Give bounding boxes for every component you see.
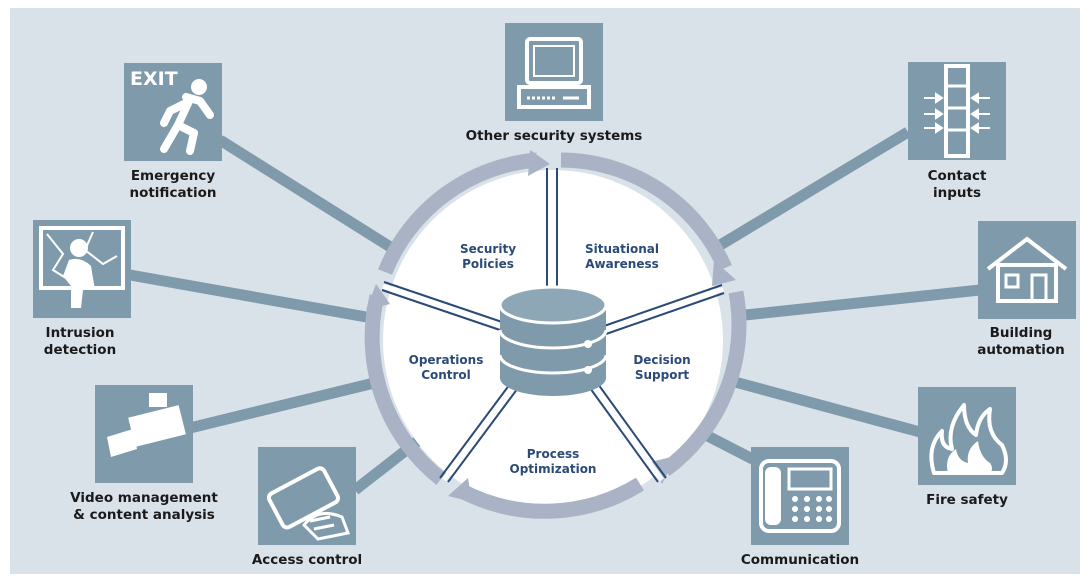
segment-situational-awareness: Situational Awareness	[572, 242, 672, 272]
label-intrusion-detection: Intrusion detection	[20, 325, 140, 359]
label-building-automation: Building automation	[966, 325, 1076, 359]
ring-arc-3	[456, 477, 644, 519]
connector-building	[735, 284, 981, 322]
ring-arrow-5	[528, 150, 550, 176]
segment-line: Operations	[408, 353, 484, 367]
exit-sign-text: EXIT	[130, 68, 178, 90]
ring-arrow-4	[366, 284, 390, 310]
segment-process-optimization: Process Optimization	[500, 447, 606, 477]
connector-intrusion	[129, 269, 373, 324]
label-video-management: Video management & content analysis	[56, 490, 232, 524]
security-camera-icon	[95, 385, 193, 483]
segment-line: Optimization	[509, 462, 597, 476]
contact-inputs-icon	[908, 62, 1006, 160]
segment-line: Support	[634, 368, 690, 382]
ring-arrow-2	[650, 456, 676, 484]
label-line: Contact	[927, 168, 987, 184]
access-card-icon	[258, 447, 356, 545]
segment-line: Control	[421, 368, 471, 382]
ring-arrow-1	[712, 260, 736, 286]
connector-contact	[709, 127, 911, 255]
label-contact-inputs: Contact inputs	[900, 168, 1014, 202]
connector-fire	[733, 376, 922, 438]
segment-operations-control: Operations Control	[398, 353, 494, 383]
exit-running-man-icon: EXIT	[124, 63, 222, 161]
segment-decision-support: Decision Support	[622, 353, 702, 383]
segment-line: Security	[459, 242, 517, 256]
label-access-control: Access control	[251, 552, 363, 568]
segment-line: Awareness	[585, 257, 659, 271]
label-line: inputs	[932, 185, 981, 201]
label-line: Intrusion	[45, 325, 115, 341]
segment-line: Situational	[585, 242, 659, 256]
intruder-window-icon	[33, 220, 131, 318]
label-fire-safety: Fire safety	[926, 492, 1008, 508]
fire-icon	[918, 387, 1016, 485]
ring-arc-2	[660, 290, 747, 477]
label-line: Video management	[70, 490, 218, 506]
label-line: detection	[43, 342, 117, 358]
connector-emergency	[217, 135, 395, 253]
label-line: notification	[129, 185, 217, 201]
ring-arc-1	[560, 152, 732, 272]
label-line: automation	[977, 342, 1065, 358]
segment-security-policies: Security Policies	[446, 242, 530, 272]
label-communication: Communication	[740, 552, 860, 568]
label-line: Emergency	[130, 168, 216, 184]
ring-arc-4	[364, 294, 446, 485]
label-line: & content analysis	[73, 507, 215, 523]
computer-icon	[505, 23, 603, 121]
telephone-icon	[751, 447, 849, 545]
label-line: Building	[989, 325, 1053, 341]
label-emergency-notification: Emergency notification	[103, 168, 243, 202]
segment-line: Policies	[462, 257, 514, 271]
house-icon	[978, 221, 1076, 319]
ring-arc-5	[378, 152, 538, 275]
ring-arrow-3	[448, 478, 472, 502]
label-other-security-systems: Other security systems	[465, 128, 643, 144]
connector-video	[188, 376, 380, 434]
segment-line: Decision	[633, 353, 691, 367]
segment-line: Process	[526, 447, 580, 461]
database-icon	[498, 285, 608, 396]
